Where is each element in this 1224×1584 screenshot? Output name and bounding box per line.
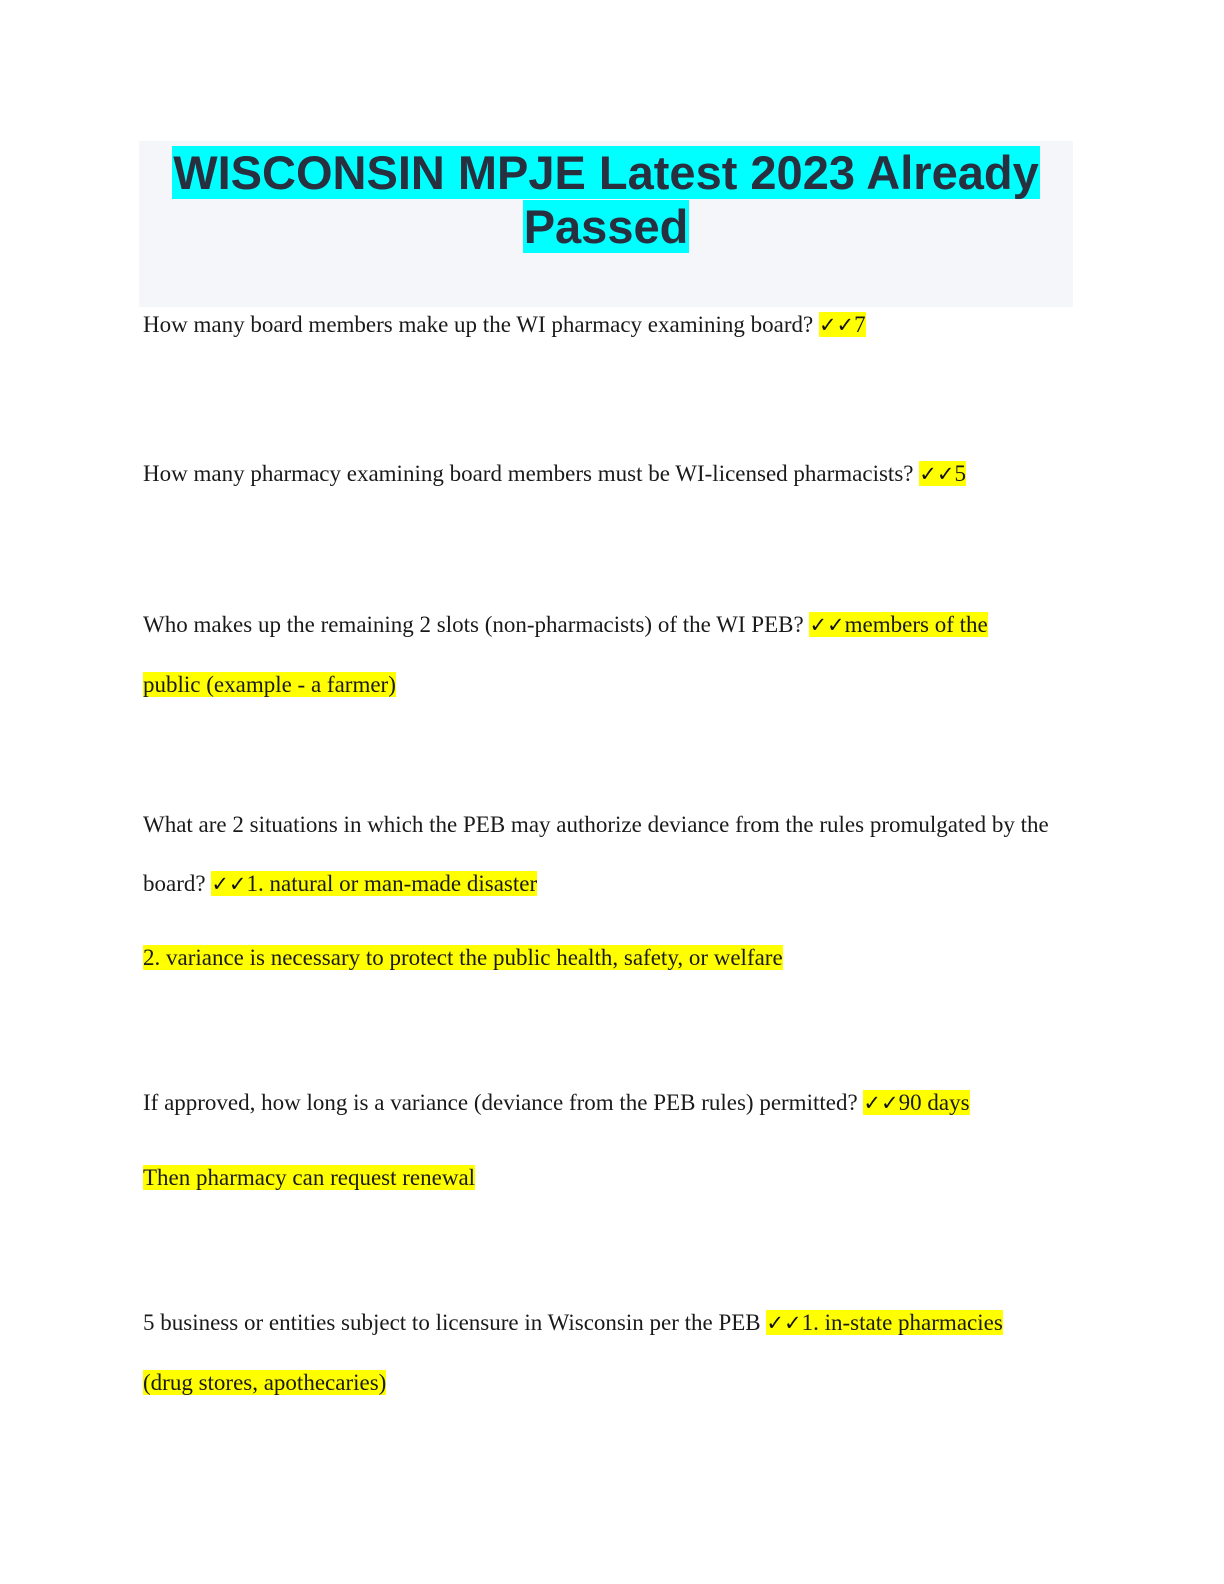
question-text: How many pharmacy examining board member… <box>143 461 914 486</box>
question-text: 5 business or entities subject to licens… <box>143 1310 761 1335</box>
check-mark-icon: ✓✓ <box>818 313 855 337</box>
answer-highlight: ✓✓7 <box>818 312 866 337</box>
answer-extra-text: 2. variance is necessary to protect the … <box>143 945 783 970</box>
qa-item-6: 5 business or entities subject to licens… <box>143 1293 1048 1412</box>
qa-item-5-extra: Then pharmacy can request renewal <box>143 1163 476 1193</box>
check-mark-icon: ✓✓ <box>919 462 955 486</box>
question-text: What are 2 situations in which the PEB m… <box>143 812 1049 896</box>
qa-item-4: What are 2 situations in which the PEB m… <box>143 795 1058 914</box>
qa-item-1: How many board members make up the WI ph… <box>143 295 1063 355</box>
answer-highlight: ✓✓5 <box>919 461 966 486</box>
title-block: WISCONSIN MPJE Latest 2023 Already Passe… <box>139 141 1073 307</box>
title-line-2: Passed <box>522 200 690 253</box>
check-mark-icon: ✓✓ <box>863 1091 899 1115</box>
check-mark-icon: ✓✓ <box>766 1311 802 1335</box>
answer-text: 7 <box>854 312 866 337</box>
qa-item-5: If approved, how long is a variance (dev… <box>143 1073 1063 1133</box>
answer-extra-text: Then pharmacy can request renewal <box>143 1165 476 1190</box>
document-title: WISCONSIN MPJE Latest 2023 Already Passe… <box>139 141 1073 254</box>
answer-highlight: ✓✓1. natural or man-made disaster <box>211 871 538 896</box>
answer-text: 1. natural or man-made disaster <box>246 871 538 896</box>
qa-item-4-extra: 2. variance is necessary to protect the … <box>143 943 783 973</box>
answer-text: 90 days <box>898 1090 970 1115</box>
answer-text: 5 <box>954 461 966 486</box>
check-mark-icon: ✓✓ <box>211 872 247 896</box>
answer-highlight: ✓✓90 days <box>863 1090 970 1115</box>
question-text: If approved, how long is a variance (dev… <box>143 1090 858 1115</box>
answer-text: 1. in-state pharmacies (drug stores, apo… <box>143 1310 1003 1395</box>
qa-item-2: How many pharmacy examining board member… <box>143 444 1063 504</box>
question-text: How many board members make up the WI ph… <box>143 312 814 337</box>
answer-text: members of the public (example - a farme… <box>143 612 988 697</box>
check-mark-icon: ✓✓ <box>809 613 845 637</box>
title-line-1: WISCONSIN MPJE Latest 2023 Already <box>172 146 1040 199</box>
question-text: Who makes up the remaining 2 slots (non-… <box>143 612 804 637</box>
qa-item-3: Who makes up the remaining 2 slots (non-… <box>143 595 1043 714</box>
